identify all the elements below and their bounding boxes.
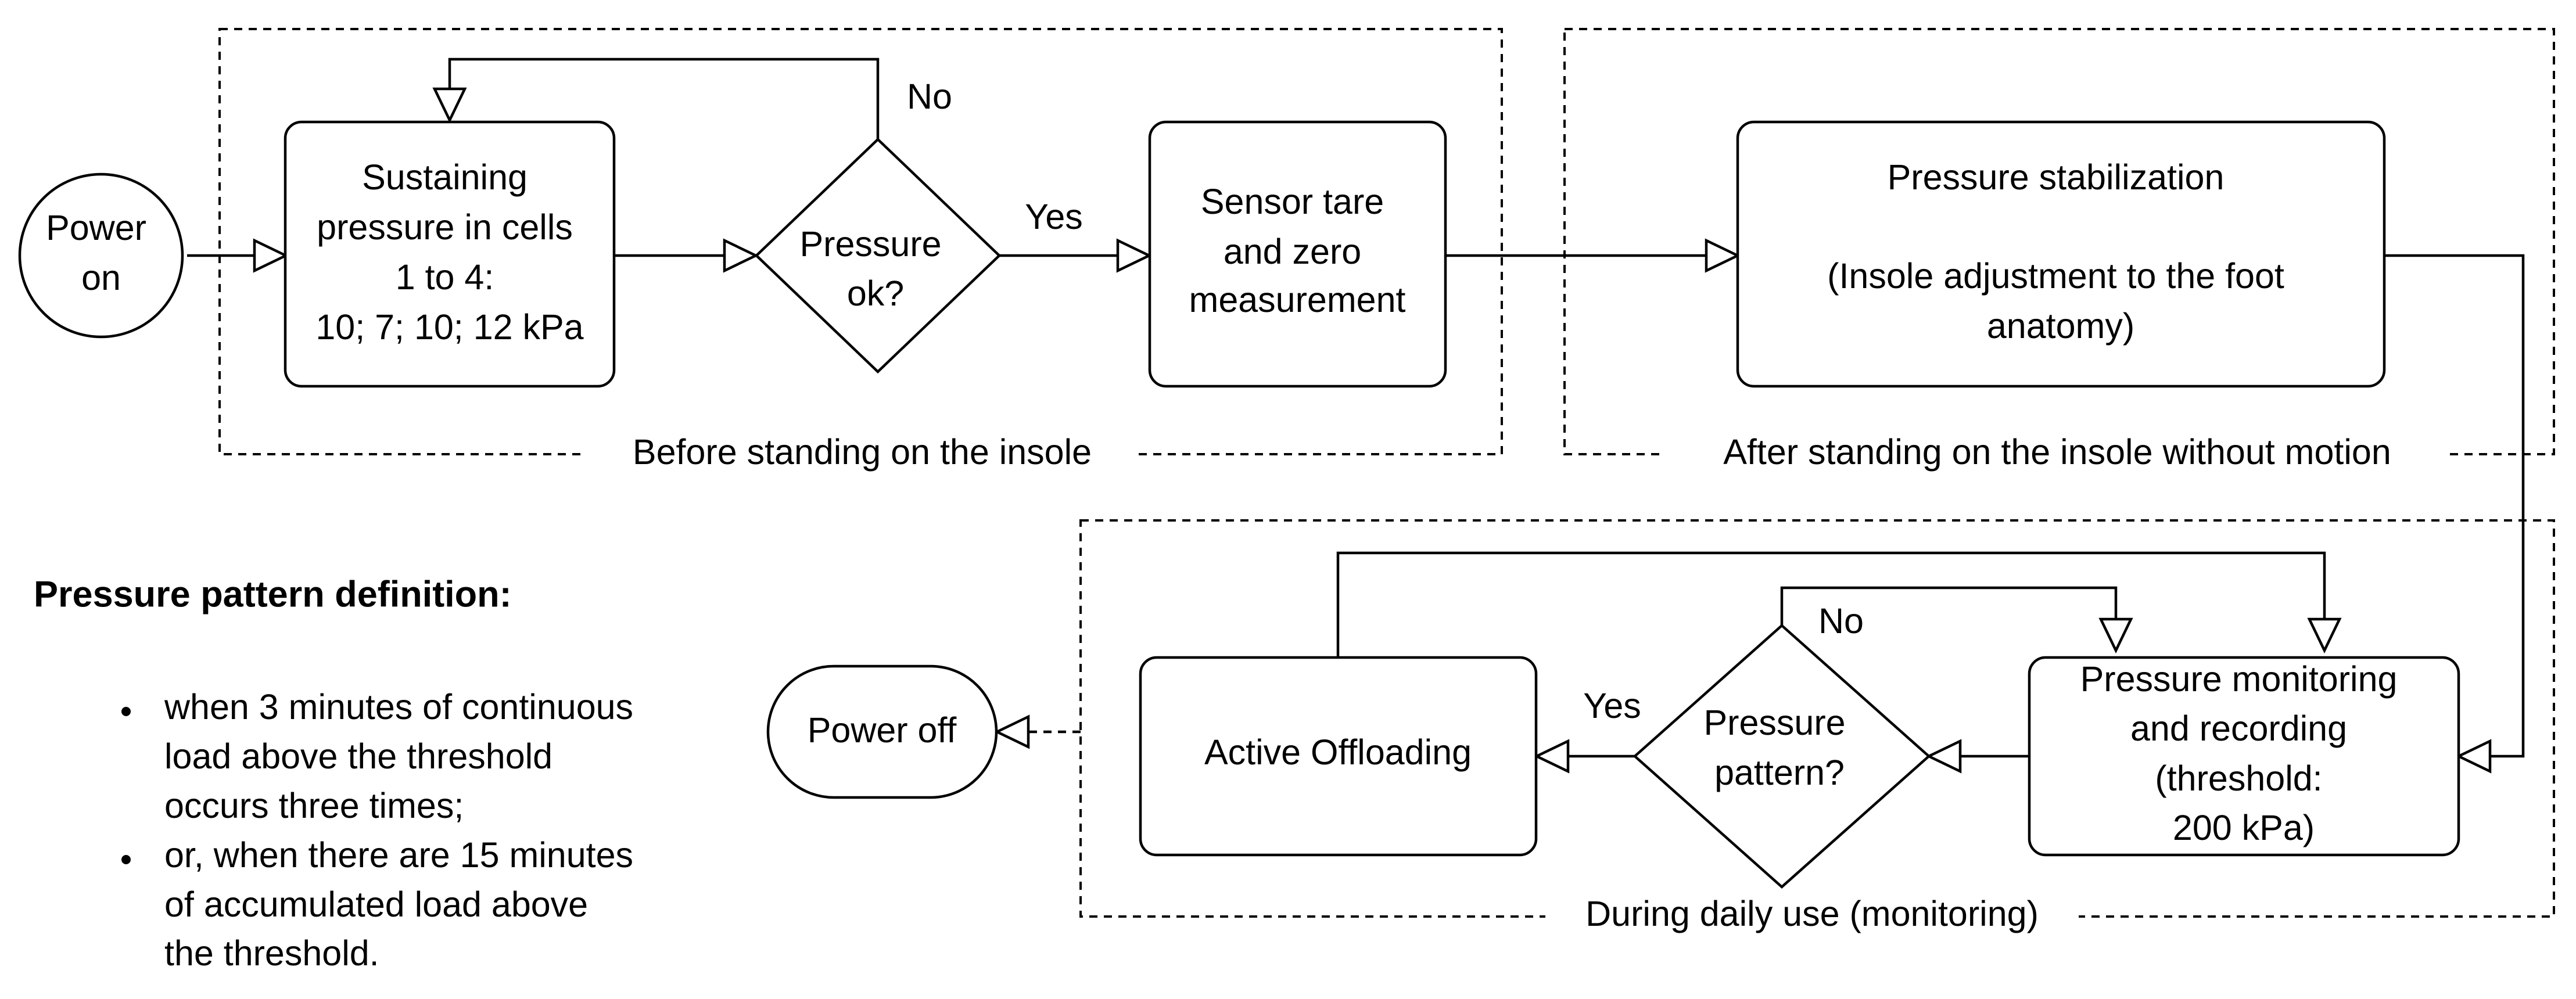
stabilization-line-3: (Insole adjustment to the foot <box>1827 256 2284 296</box>
group-during: During daily use (monitoring) <box>1079 519 2555 938</box>
edge-label-ok-no: No <box>907 77 952 116</box>
edge-stabilization-monitoring <box>2384 254 2525 758</box>
stabilization-line-1: Pressure stabilization <box>1888 157 2225 197</box>
offloading-label: Active Offloading <box>1204 732 1472 772</box>
power-off-label: Power off <box>808 710 957 750</box>
node-power-off: Power off <box>766 664 998 799</box>
edge-label-ok-yes: Yes <box>1025 197 1083 236</box>
monitoring-line-2: and recording <box>2130 709 2347 748</box>
svg-text:Pressure monitoring and: Pressure monitoring and recording (thres… <box>2080 659 2408 847</box>
legend-bullet-2 <box>121 855 131 864</box>
node-offloading: Active Offloading <box>1139 656 1538 857</box>
sensor-tare-line-1: Sensor tare <box>1201 182 1384 221</box>
svg-text:Pressure ok?: Pressure ok? <box>799 224 951 313</box>
node-stabilization: Pressure stabilization (Insole adjustmen… <box>1736 120 2386 388</box>
sustaining-line-2: pressure in cells <box>317 207 573 247</box>
svg-text:Sensor tare and zero: Sensor tare and zero measurement <box>1189 182 1406 319</box>
monitoring-line-1: Pressure monitoring <box>2080 659 2398 699</box>
svg-text:Pressure pattern?: Pressure pattern? <box>1703 703 1855 792</box>
legend-title: Pressure pattern definition: <box>34 574 512 615</box>
svg-text:Sustaining pressure in c: Sustaining pressure in cells 1 to 4: 10;… <box>315 157 583 347</box>
edge-label-pattern-yes: Yes <box>1583 686 1641 725</box>
pattern-line-2: pattern? <box>1714 753 1845 792</box>
power-on-line-2: on <box>81 258 121 297</box>
sensor-tare-line-2: and zero <box>1224 232 1361 271</box>
edge-pattern-no <box>1780 586 2118 626</box>
node-pressure-ok: Pressure ok? <box>754 137 1002 374</box>
legend-item-2: or, when there are 15 minutes of accumul… <box>164 835 643 973</box>
pressure-ok-line-1: Pressure <box>799 224 941 264</box>
edge-label-pattern-no: No <box>1818 601 1864 641</box>
node-power-on: Power on <box>18 173 184 339</box>
sustaining-line-1: Sustaining <box>362 157 528 197</box>
edge-ok-no <box>448 58 880 139</box>
node-sensor-tare: Sensor tare and zero measurement <box>1148 120 1447 388</box>
monitoring-line-4: 200 kPa) <box>2173 808 2315 847</box>
svg-text:Pressure stabilization: Pressure stabilization (Insole adjustmen… <box>1827 157 2294 346</box>
svg-text:Power on: Power on <box>46 208 156 297</box>
connectors <box>187 58 2525 774</box>
group-after-label: After standing on the insole without mot… <box>1723 432 2391 472</box>
power-on-line-1: Power <box>46 208 146 247</box>
monitoring-line-3: (threshold: <box>2155 759 2322 798</box>
sensor-tare-line-3: measurement <box>1189 280 1406 319</box>
node-pattern: Pressure pattern? <box>1633 623 1931 889</box>
node-monitoring: Pressure monitoring and recording (thres… <box>2028 656 2460 857</box>
group-after: After standing on the insole without mot… <box>1563 28 2555 475</box>
sustaining-line-4: 10; 7; 10; 12 kPa <box>315 307 583 347</box>
pattern-line-1: Pressure <box>1703 703 1845 742</box>
edge-offloading-monitoring <box>1336 551 2326 657</box>
sustaining-line-3: 1 to 4: <box>396 257 494 297</box>
stabilization-line-4: anatomy) <box>1987 306 2134 346</box>
legend-bullet-1 <box>121 707 131 716</box>
pressure-ok-line-2: ok? <box>847 274 904 313</box>
legend-item-1: when 3 minutes of continuous load above … <box>164 687 643 825</box>
group-before-label: Before standing on the insole <box>633 432 1092 472</box>
node-sustaining: Sustaining pressure in cells 1 to 4: 10;… <box>284 120 616 388</box>
legend: Pressure pattern definition: when 3 minu… <box>34 574 643 973</box>
group-before: Before standing on the insole <box>218 28 1503 475</box>
group-during-label: During daily use (monitoring) <box>1585 894 2039 933</box>
